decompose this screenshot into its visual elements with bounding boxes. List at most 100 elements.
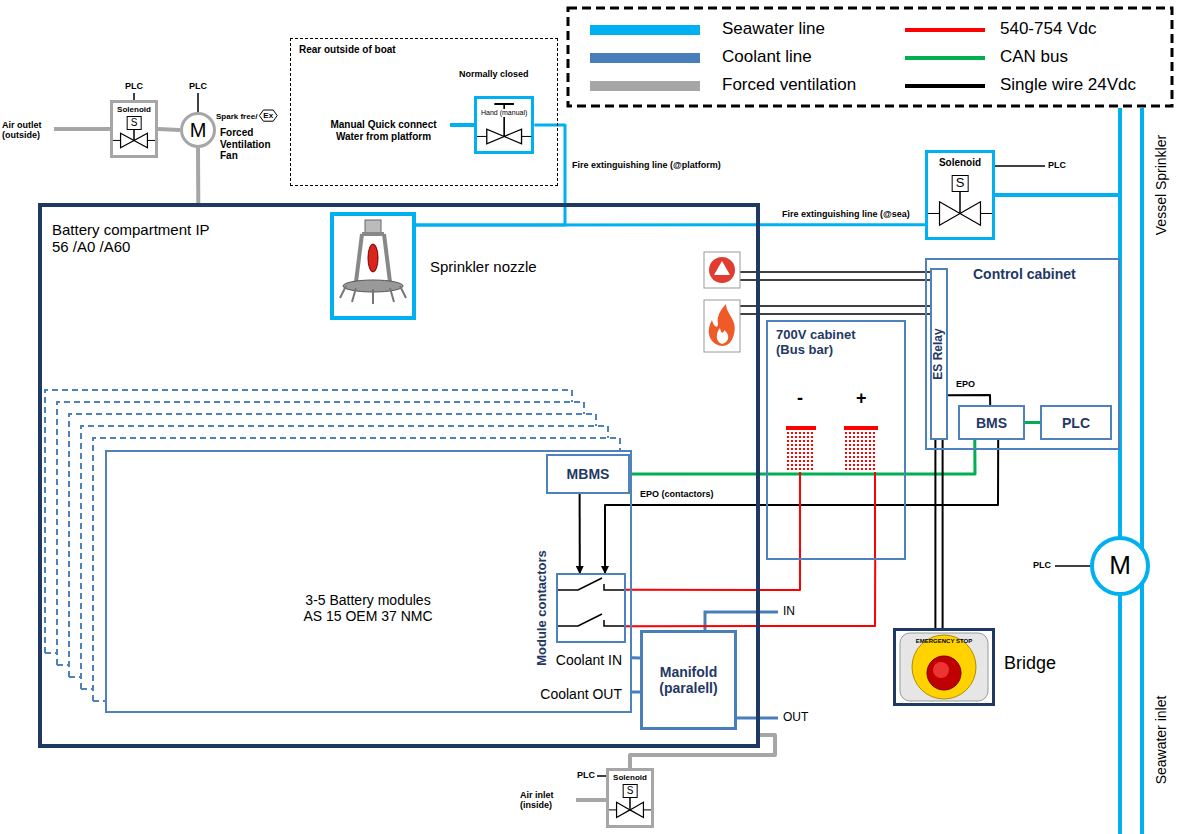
legend-frame xyxy=(568,8,1172,106)
signal-name: PLC xyxy=(1033,560,1051,570)
solenoid-valve: SolenoidS xyxy=(925,150,995,240)
symbol-part xyxy=(873,432,875,472)
ex-hexagon xyxy=(259,110,277,121)
note-label: Spark free/ xyxy=(216,112,257,121)
node-text: + xyxy=(856,388,867,409)
module-outline-dashed xyxy=(69,414,596,677)
fan-motor: M xyxy=(180,112,216,148)
symbol-part xyxy=(845,432,847,472)
alarm-icon xyxy=(714,261,730,275)
connector xyxy=(1025,421,1040,424)
node-text: Normally closed xyxy=(459,69,529,79)
symbol-part xyxy=(558,614,624,626)
symbol-part xyxy=(874,472,876,558)
symbol-part xyxy=(807,432,809,472)
legend-swatch xyxy=(905,56,985,60)
signal-wire xyxy=(133,93,135,100)
sprinkler-pipe xyxy=(1140,108,1144,834)
symbol-part xyxy=(900,633,988,701)
connector-label: Fire extinguishing line (@sea) xyxy=(782,209,910,219)
symbol-part xyxy=(340,286,406,304)
symbol-part xyxy=(487,129,504,144)
vent-duct xyxy=(54,127,110,131)
legend-swatch xyxy=(590,53,700,63)
legend-text: CAN bus xyxy=(1000,47,1068,67)
pump-motor: M xyxy=(1090,536,1150,596)
node-title: Solenoid xyxy=(939,157,981,169)
connector xyxy=(934,440,936,628)
legend-text: Coolant line xyxy=(722,47,812,67)
symbol-part xyxy=(787,432,789,472)
node-text: S xyxy=(623,784,638,798)
module-outline-dashed xyxy=(93,438,620,701)
symbol-part xyxy=(791,432,793,472)
node-text: - xyxy=(797,388,803,409)
connector-label: EPO xyxy=(956,379,975,389)
node-text: Coolant OUT xyxy=(540,686,622,702)
connector xyxy=(626,560,875,626)
signal-wire xyxy=(740,305,930,307)
legend-text: Seawater line xyxy=(722,19,825,39)
signal-wire xyxy=(1055,565,1090,567)
symbol-part xyxy=(912,635,976,699)
rear-outside-area: Rear outside of boatNormally closedManua… xyxy=(290,38,558,186)
port-label: OUT xyxy=(783,711,808,725)
symbol-part xyxy=(558,578,624,590)
seawater-pipe xyxy=(450,123,474,127)
symbol-part xyxy=(494,103,514,105)
port-label: Air outlet (outside) xyxy=(2,120,52,141)
connector xyxy=(948,395,990,405)
alarm-icon xyxy=(709,257,735,283)
manual-valve: Hand (manual) xyxy=(474,96,534,154)
symbol-part xyxy=(960,202,980,226)
node-title: M xyxy=(190,119,207,142)
relay-box: ES Relay xyxy=(930,268,948,440)
symbol-part xyxy=(368,244,378,272)
node-title: Rear outside of boat xyxy=(299,44,396,56)
battery-compartment: Battery compartment IP 56 /A0 /A60Sprink… xyxy=(38,203,760,748)
solenoid-valve: SolenoidS xyxy=(606,768,654,828)
node-title: Control cabinet xyxy=(973,266,1076,282)
node-title: ES Relay xyxy=(932,328,946,379)
connector xyxy=(626,560,800,590)
battery-module: 3-5 Battery modules AS 15 OEM 37 NMCCool… xyxy=(105,450,632,713)
connector-label: Fire extinguishing line (@platform) xyxy=(572,160,721,170)
symbol-part xyxy=(365,220,381,234)
signal-name: PLC xyxy=(1048,160,1066,170)
signal-wire xyxy=(740,279,930,281)
plc-box: PLC xyxy=(1040,405,1112,440)
symbol-part xyxy=(853,432,855,472)
symbol-part xyxy=(630,802,643,817)
sprinkler-pipe xyxy=(1118,108,1122,834)
symbol-part xyxy=(940,202,960,226)
node-title: M xyxy=(1109,551,1131,581)
symbol-part xyxy=(799,432,801,472)
emergency-stop: BridgeEMERGENCY STOP xyxy=(893,628,995,706)
hand-symbol xyxy=(477,99,531,151)
connector xyxy=(605,440,998,573)
symbol-part xyxy=(121,133,134,148)
legend-swatch xyxy=(590,81,700,91)
module-outline-dashed xyxy=(45,390,572,653)
signal-wire xyxy=(597,775,606,777)
node-title: BMS xyxy=(976,414,1007,430)
symbol-part xyxy=(134,133,147,148)
fire-icon xyxy=(717,328,728,344)
connector xyxy=(632,656,640,659)
node-title: Hand (manual) xyxy=(480,109,528,117)
fire-icon xyxy=(704,300,740,352)
node-text: Manual Quick connect Water from platform xyxy=(321,119,446,142)
symbol-part xyxy=(857,432,859,472)
solenoid-valve: SolenoidS xyxy=(110,100,158,158)
connector xyxy=(632,691,640,694)
spr-symbol xyxy=(334,216,412,316)
legend-text: Single wire 24Vdc xyxy=(1000,75,1136,95)
signal-name: PLC xyxy=(125,81,143,91)
connector xyxy=(416,125,565,225)
node-title: Manifold (paralell) xyxy=(647,664,731,696)
connector xyxy=(196,148,200,203)
legend-swatch xyxy=(905,84,985,88)
node-title: PLC xyxy=(1062,414,1090,430)
sprinkler-nozzle: Sprinkler nozzle xyxy=(330,212,416,320)
